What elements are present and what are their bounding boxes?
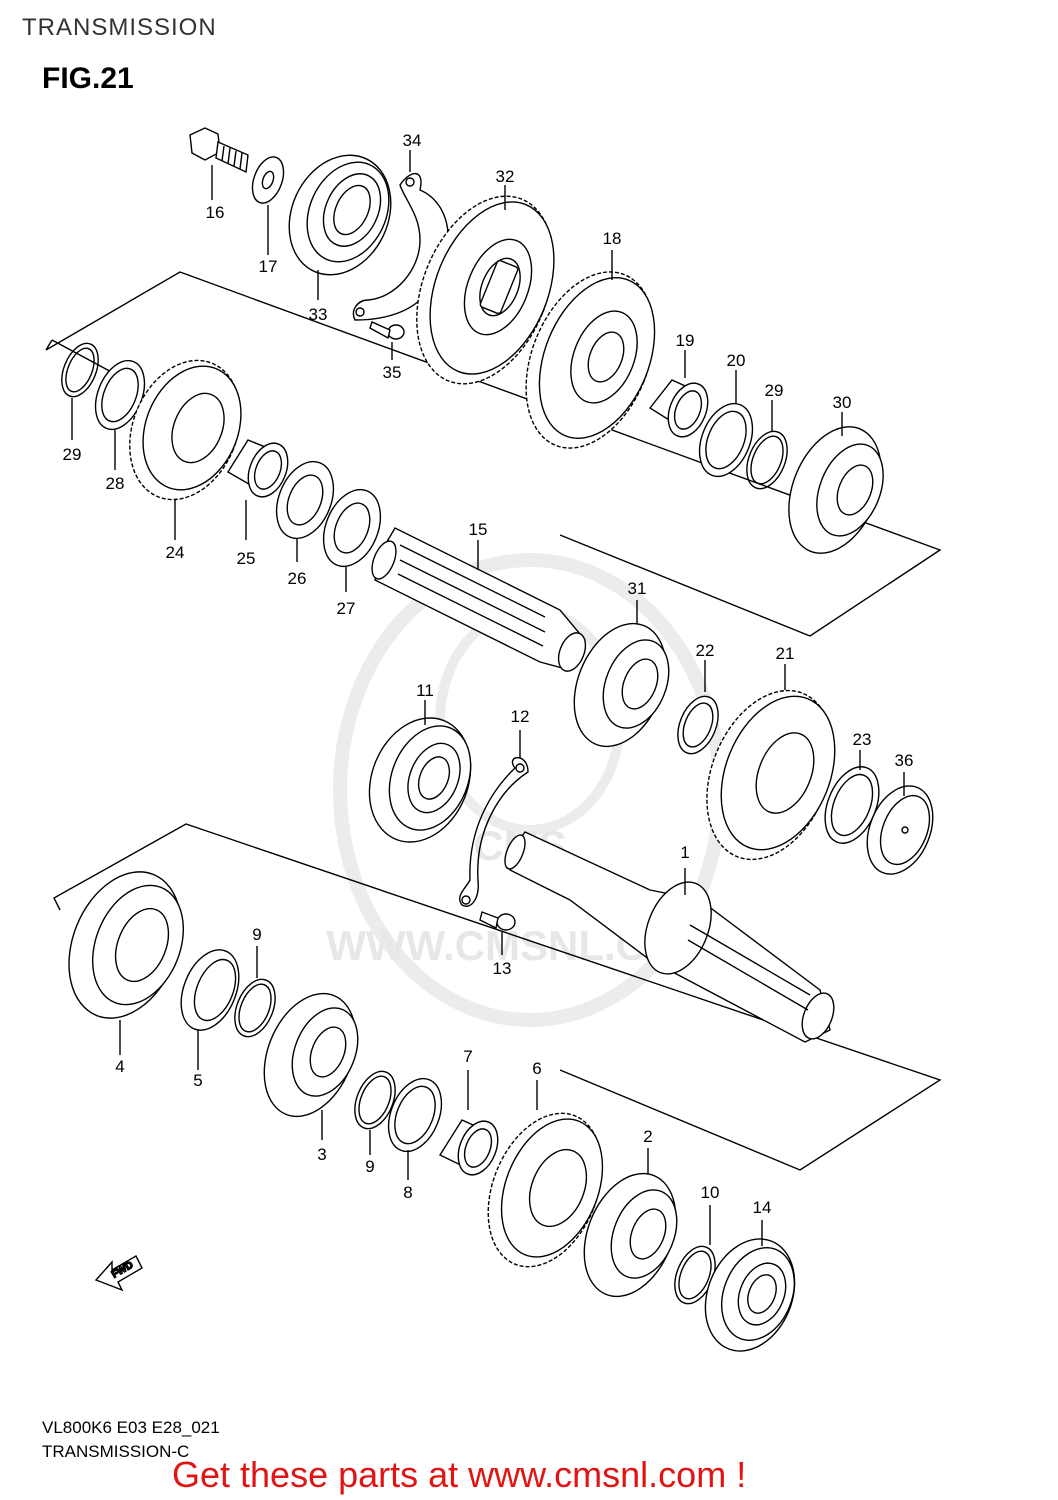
model-code: VL800K6 E03 E28_021 <box>42 1418 220 1437</box>
part-washer-36 <box>866 772 934 875</box>
callout-23: 23 <box>853 730 872 749</box>
callout-2: 2 <box>643 1127 652 1146</box>
part-gear-31 <box>573 600 670 748</box>
callout-4: 4 <box>115 1057 124 1076</box>
diagram-name: TRANSMISSION-C <box>42 1442 190 1461</box>
callout-12: 12 <box>511 707 530 726</box>
part-bolt-16 <box>189 127 249 200</box>
callout-15: 15 <box>469 520 488 539</box>
callout-31: 31 <box>628 579 647 598</box>
part-bushing-22 <box>677 660 719 755</box>
callout-22: 22 <box>696 641 715 660</box>
callout-30: 30 <box>833 393 852 412</box>
part-bushing-5 <box>180 949 240 1070</box>
callout-13: 13 <box>493 959 512 978</box>
part-bearing-11 <box>368 700 472 843</box>
part-gear-18 <box>525 250 656 449</box>
part-washer-28 <box>94 359 146 470</box>
part-bushing-7 <box>438 1070 499 1176</box>
callout-36: 36 <box>895 751 914 770</box>
callout-11: 11 <box>416 681 434 700</box>
callout-16: 16 <box>206 203 225 222</box>
callout-24: 24 <box>166 543 185 562</box>
part-bearing-33 <box>288 154 392 300</box>
callout-26: 26 <box>288 569 307 588</box>
part-washer-20 <box>698 370 754 478</box>
callout-9a: 9 <box>252 925 261 944</box>
callout-10: 10 <box>701 1183 720 1202</box>
callout-28: 28 <box>106 474 125 493</box>
part-circlip-29b <box>61 342 99 440</box>
part-gear-6 <box>487 1080 604 1268</box>
part-circlip-29a <box>746 400 788 490</box>
callout-29b: 29 <box>765 381 784 400</box>
part-gear-30 <box>788 412 884 554</box>
driveshaft-frame <box>53 823 942 1171</box>
part-washer-8 <box>387 1077 443 1180</box>
part-gear-2 <box>583 1148 678 1298</box>
callout-33: 33 <box>309 305 328 324</box>
part-washer-27 <box>322 488 382 592</box>
callout-34: 34 <box>403 131 422 150</box>
part-circlip-9b <box>354 1070 396 1155</box>
figure-label: FIG.21 <box>42 62 134 95</box>
callout-35: 35 <box>383 363 402 382</box>
callout-14: 14 <box>753 1198 772 1217</box>
part-bearing-14 <box>704 1220 796 1352</box>
part-bushing-25 <box>227 439 289 540</box>
part-gear-4 <box>68 871 185 1055</box>
callout-6: 6 <box>532 1059 541 1078</box>
part-washer-17 <box>251 156 285 255</box>
part-gear-24 <box>129 359 242 540</box>
callout-5: 5 <box>193 1071 202 1090</box>
part-screw-35 <box>369 321 405 360</box>
callout-3: 3 <box>317 1145 326 1164</box>
part-washer-23 <box>824 750 880 844</box>
callout-20: 20 <box>727 351 746 370</box>
part-gear-21 <box>706 664 836 861</box>
callout-27: 27 <box>337 599 356 618</box>
part-gear-3 <box>263 992 359 1140</box>
callout-21: 21 <box>776 644 795 663</box>
callout-18: 18 <box>603 229 622 248</box>
callout-17: 17 <box>259 257 278 276</box>
callout-29a: 29 <box>63 445 82 464</box>
callout-32: 32 <box>496 167 515 186</box>
promo-link[interactable]: Get these parts at www.cmsnl.com ! <box>172 1454 747 1495</box>
callout-19: 19 <box>676 331 695 350</box>
part-retainer-34 <box>352 150 449 321</box>
callout-8: 8 <box>403 1183 412 1202</box>
fwd-arrow-icon: FWD <box>94 1255 143 1292</box>
part-bushing-19 <box>648 350 709 438</box>
part-screw-13 <box>479 911 516 955</box>
part-countershaft-15 <box>371 527 587 672</box>
part-driveshaft-1 <box>504 831 835 1043</box>
part-gear-32 <box>416 185 555 385</box>
callout-25: 25 <box>237 549 256 568</box>
part-circlip-9a <box>234 946 276 1038</box>
callout-9b: 9 <box>365 1157 374 1176</box>
callout-labels: 1 2 3 4 5 6 7 8 9 9 10 11 12 13 14 15 16… <box>63 131 914 1217</box>
part-washer-26 <box>275 460 335 562</box>
page-title: TRANSMISSION <box>22 14 217 41</box>
callout-1: 1 <box>680 843 689 862</box>
callout-7: 7 <box>463 1047 472 1066</box>
part-retainer-12 <box>459 730 529 907</box>
